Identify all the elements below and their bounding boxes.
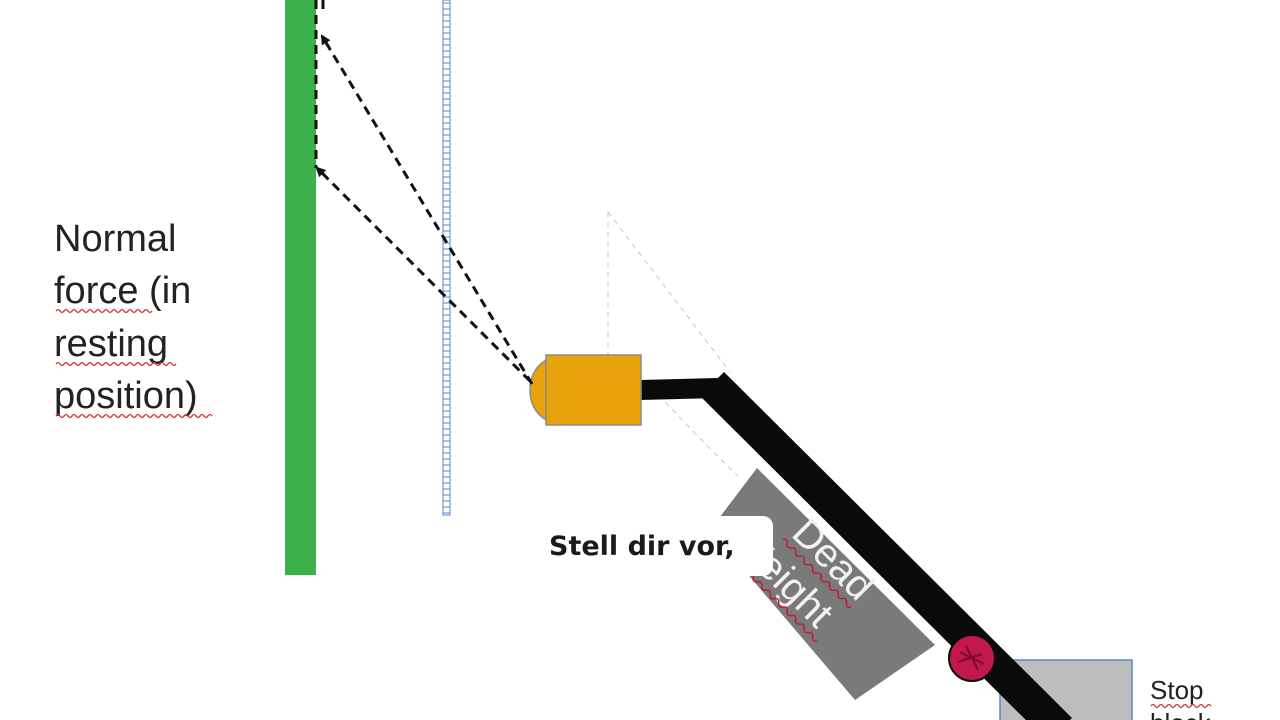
sensor-head (529, 354, 642, 426)
wall-bar (285, 0, 316, 575)
svg-text:block: block (1150, 708, 1212, 720)
stop-block-label: Stop block (1150, 675, 1212, 720)
force-arrow-lower (315, 166, 532, 383)
force-arrow-top (320, 34, 534, 385)
caption-text: Stell dir vor, (549, 530, 735, 562)
subtitle-caption: Stell dir vor, (533, 516, 773, 576)
pendulum-arm (639, 371, 1072, 720)
svg-text:resting: resting (54, 323, 168, 365)
svg-text:Normal: Normal (54, 218, 176, 260)
reference-guide-line (442, 0, 451, 516)
svg-text:force (in: force (in (54, 270, 191, 312)
svg-text:position): position) (54, 375, 198, 417)
pivot-joint (948, 634, 996, 682)
svg-text:Stop: Stop (1150, 675, 1204, 705)
normal-force-label: Normal force (in resting position) (54, 218, 213, 419)
swing-trace (607, 211, 739, 477)
normal-force-arrows (314, 0, 534, 385)
